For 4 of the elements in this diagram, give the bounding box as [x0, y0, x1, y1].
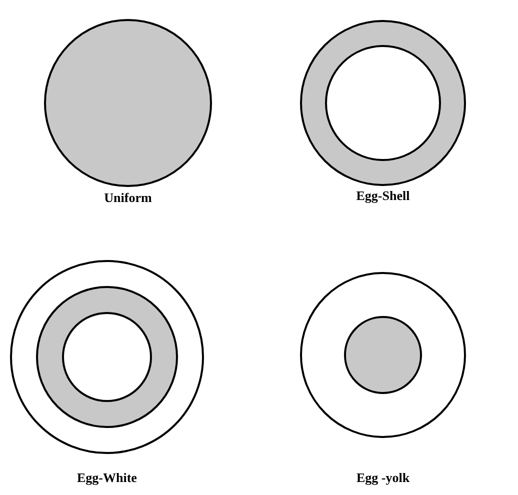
- node-label: Egg-Shell: [355, 189, 411, 202]
- node-label: Egg-White: [76, 471, 138, 484]
- node-label: Egg -yolk: [355, 471, 411, 484]
- node-label: Uniform: [103, 191, 153, 204]
